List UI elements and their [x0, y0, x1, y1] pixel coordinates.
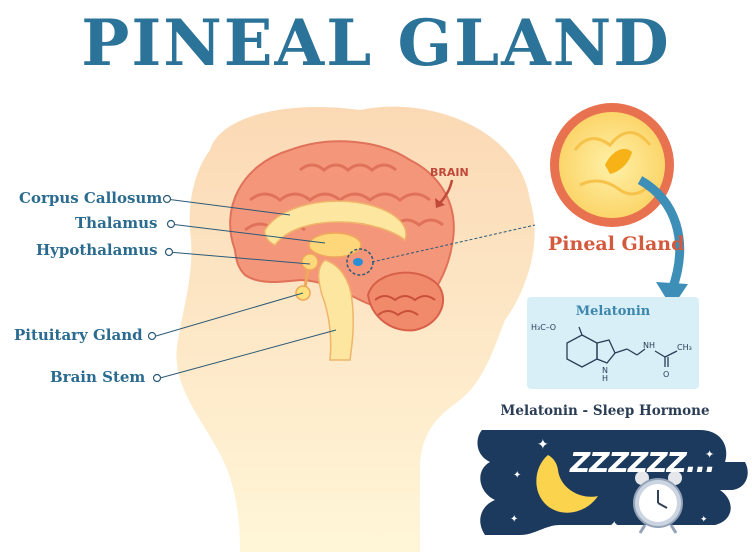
melatonin-group-h: H — [602, 374, 608, 383]
melatonin-box: Melatonin H₃C–O NH N H CH₃ O — [527, 297, 699, 389]
alarm-clock-icon — [633, 471, 683, 534]
svg-text:✦: ✦ — [510, 514, 518, 525]
curved-arrow-icon — [637, 176, 685, 292]
melatonin-group-left: H₃C–O — [531, 323, 556, 332]
svg-text:✦: ✦ — [537, 437, 549, 453]
svg-text:✦: ✦ — [705, 448, 714, 461]
label-dots — [147, 194, 176, 383]
sleep-scene: ✦ ✦ ✦ ✦ ✦ ✦ — [477, 430, 748, 535]
svg-text:✦: ✦ — [700, 515, 708, 525]
label-corpus-callosum: Corpus Callosum — [19, 189, 163, 207]
label-brain-stem: Brain Stem — [50, 368, 146, 386]
svg-text:✦: ✦ — [513, 470, 521, 481]
leader-lines — [155, 198, 536, 379]
zzz-text: ZZZZZZ... — [570, 446, 716, 479]
pineal-magnified — [550, 103, 674, 227]
melatonin-title: Melatonin — [575, 304, 651, 319]
brain-tag: BRAIN — [430, 166, 469, 179]
label-pituitary-gland: Pituitary Gland — [14, 326, 143, 344]
label-thalamus: Thalamus — [75, 214, 158, 232]
label-hypothalamus: Hypothalamus — [36, 241, 158, 259]
sleep-caption: Melatonin - Sleep Hormone — [500, 403, 710, 419]
brain-illustration — [229, 140, 455, 361]
melatonin-group-nh: NH — [643, 341, 655, 350]
melatonin-group-ch3: CH₃ — [677, 343, 692, 352]
page-title: PINEAL GLAND — [81, 6, 671, 81]
svg-text:✦: ✦ — [610, 520, 618, 531]
melatonin-group-n: N — [602, 366, 608, 375]
melatonin-group-o: O — [663, 370, 669, 379]
pineal-gland-label: Pineal Gland — [548, 233, 685, 255]
melatonin-structure: H₃C–O NH N H CH₃ O — [531, 323, 692, 383]
